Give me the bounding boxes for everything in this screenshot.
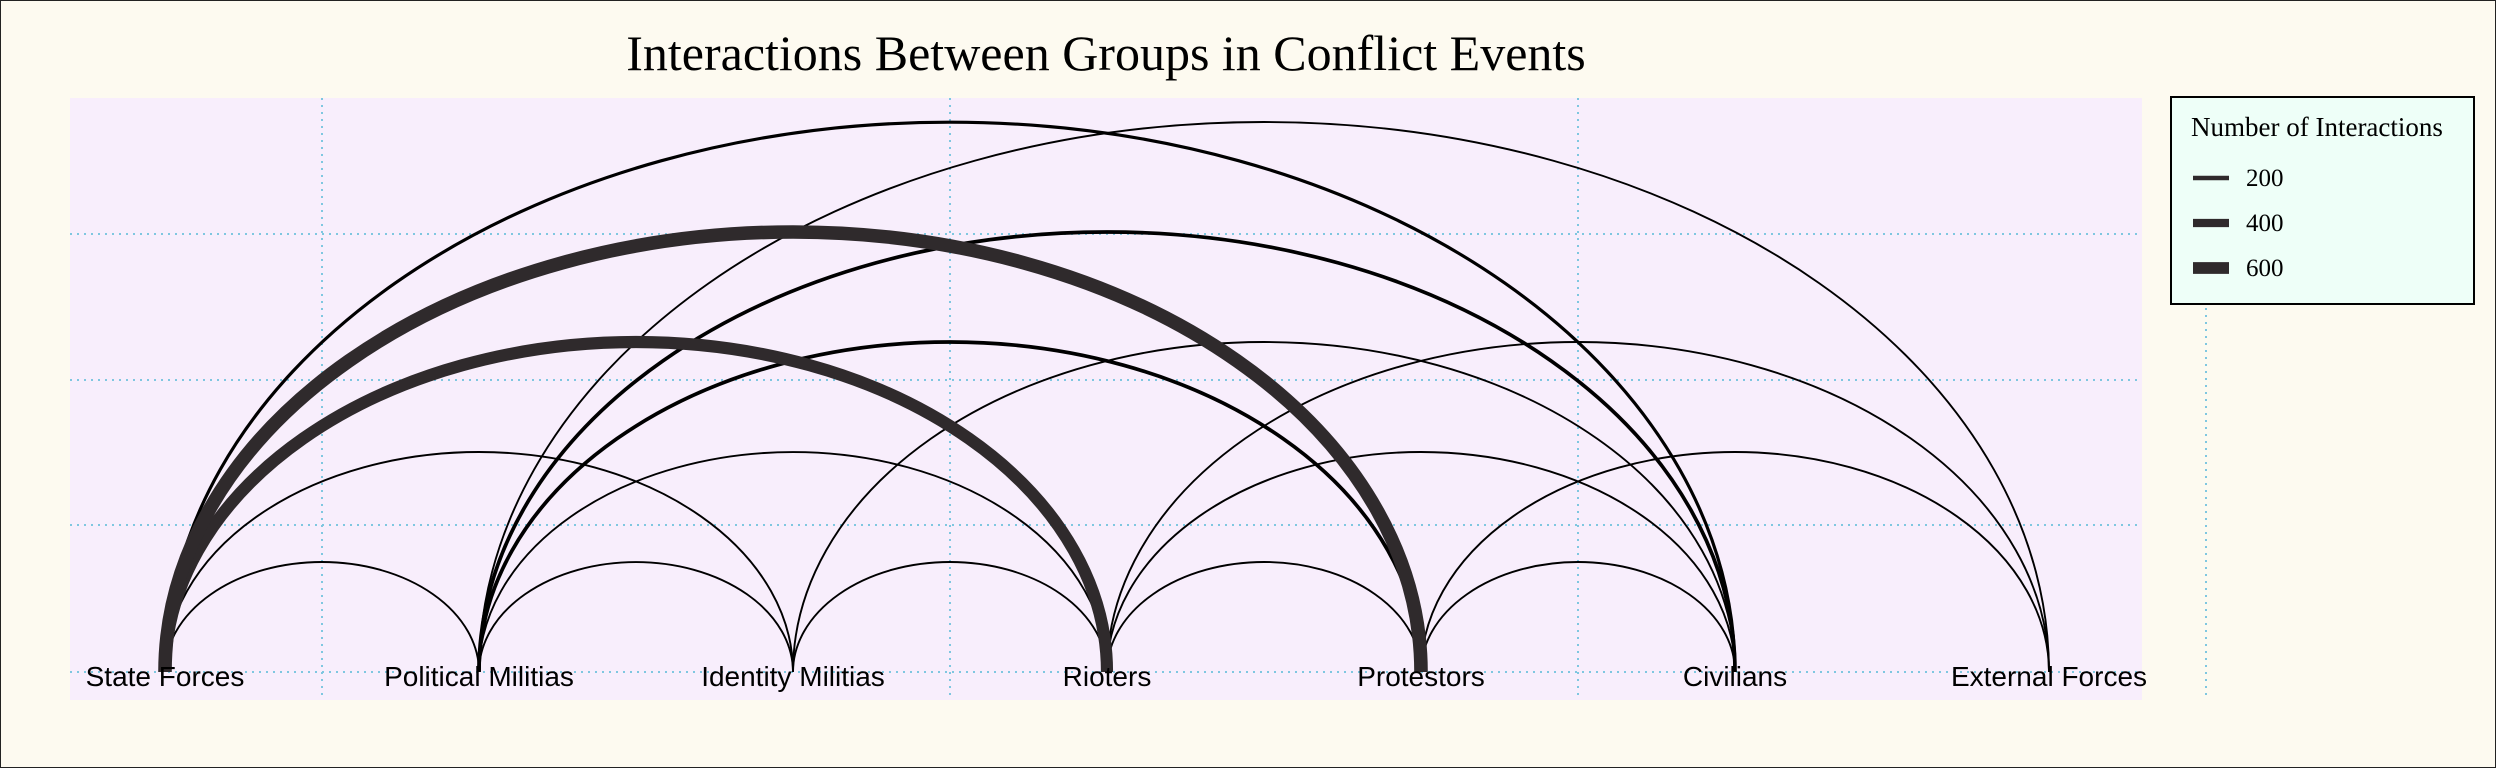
chart-title: Interactions Between Groups in Conflict …	[626, 25, 1586, 81]
node-labels: State Forces Political Militias Identity M…	[86, 661, 2147, 692]
arc-political-militias-external-forces	[478, 121, 2050, 673]
legend-label-400: 400	[2246, 210, 2284, 237]
arc-series	[158, 120, 2050, 673]
arc-identity-militias-rioters	[792, 561, 1108, 673]
legend-title: Number of Interactions	[2191, 112, 2443, 142]
arc-state-forces-identity-militias	[164, 451, 794, 673]
arc-political-militias-protestors	[477, 340, 1423, 673]
arc-rioters-protestors	[1106, 561, 1422, 673]
node-label-rioters: Rioters	[1063, 661, 1152, 692]
node-label-state-forces: State Forces	[86, 661, 245, 692]
arc-political-militias-civilians	[477, 230, 1737, 673]
arc-identity-militias-civilians	[792, 341, 1736, 673]
node-label-identity-militias: Identity Militias	[701, 661, 885, 692]
legend: Number of Interactions 200 400 600	[2170, 96, 2475, 305]
node-label-protestors: Protestors	[1357, 661, 1485, 692]
arc-state-forces-political-militias	[164, 561, 480, 673]
arc-political-militias-rioters	[478, 451, 1108, 673]
arc-political-militias-identity-militias	[478, 561, 794, 673]
legend-label-200: 200	[2246, 165, 2284, 192]
legend-label-600: 600	[2246, 255, 2284, 282]
arc-state-forces-civilians	[163, 120, 1737, 673]
arc-rioters-civilians	[1106, 451, 1736, 673]
node-label-political-militias: Political Militias	[384, 661, 574, 692]
arc-protestors-civilians	[1420, 561, 1736, 673]
plot-panel	[70, 98, 2142, 700]
node-label-external-forces: External Forces	[1951, 661, 2147, 692]
arc-state-forces-protestors	[158, 225, 1428, 673]
node-label-civilians: Civilians	[1683, 661, 1787, 692]
arc-state-forces-rioters	[158, 335, 1114, 673]
arc-protestors-external-forces	[1420, 451, 2050, 673]
